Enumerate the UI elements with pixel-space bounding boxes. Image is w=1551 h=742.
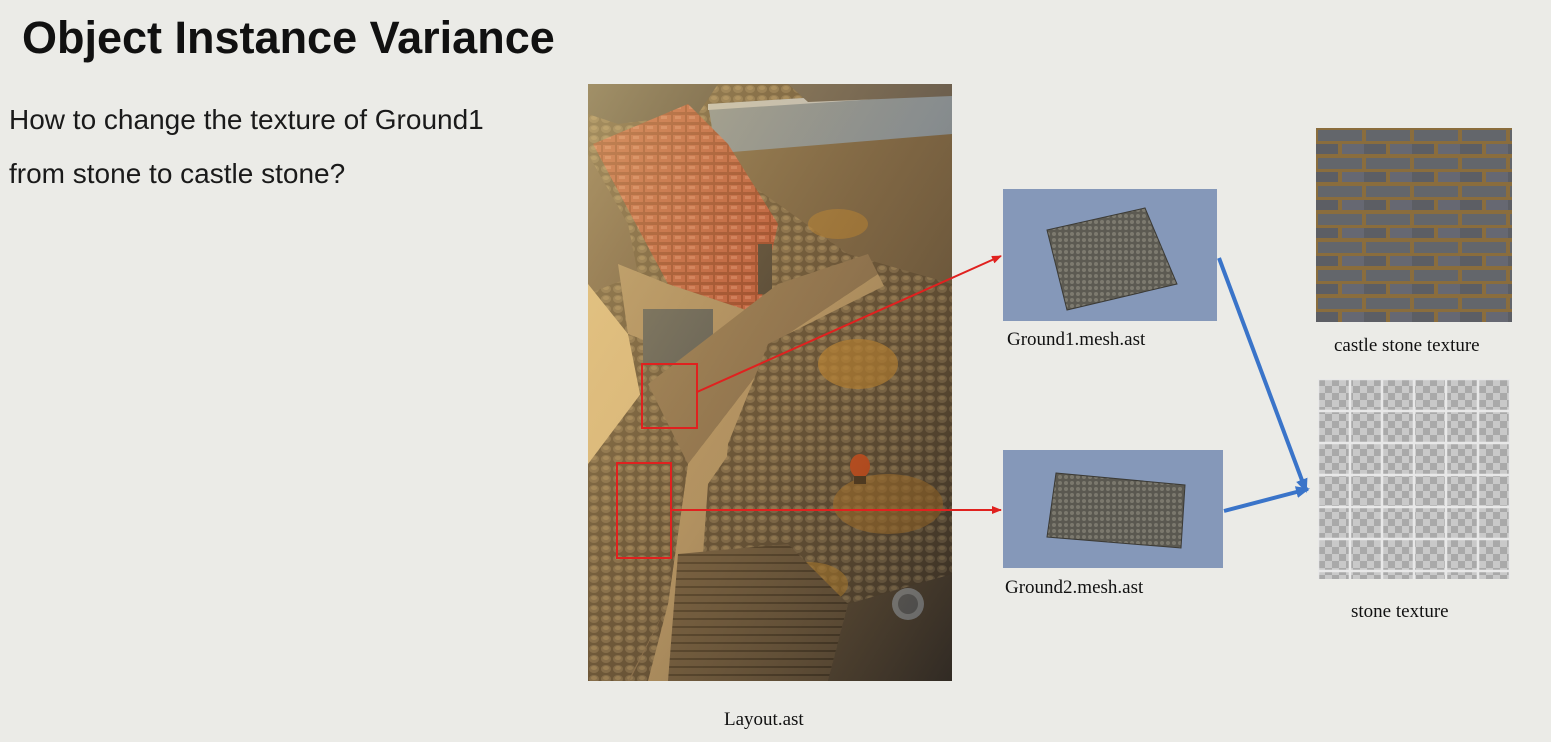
- layout-scene-image: [588, 84, 952, 681]
- ground1-mesh-label: Ground1.mesh.ast: [1007, 329, 1146, 350]
- castle-stone-bricks: [1316, 128, 1512, 322]
- ground2-texture-arrow: [1223, 486, 1310, 513]
- stone-checker-tiles: [1318, 379, 1510, 579]
- ground1-mesh-plane: [1046, 207, 1178, 311]
- question-line-1: How to change the texture of Ground1: [9, 104, 484, 135]
- ground1-texture-arrow: [1217, 257, 1308, 493]
- ground2-mesh-label: Ground2.mesh.ast: [1005, 577, 1144, 598]
- scene-illustration: [588, 84, 952, 681]
- slide-title: Object Instance Variance: [22, 12, 555, 63]
- stone-texture: [1318, 379, 1510, 579]
- castle-stone-texture-label: castle stone texture: [1334, 335, 1480, 356]
- ground2-mesh-plane: [1046, 472, 1186, 549]
- question-line-2: from stone to castle stone?: [9, 158, 346, 189]
- ground2-mesh-preview: [1003, 450, 1223, 568]
- ground1-mesh-preview: [1003, 189, 1217, 321]
- stone-texture-label: stone texture: [1351, 601, 1449, 622]
- layout-caption: Layout.ast: [724, 709, 804, 730]
- castle-stone-texture: [1316, 128, 1512, 322]
